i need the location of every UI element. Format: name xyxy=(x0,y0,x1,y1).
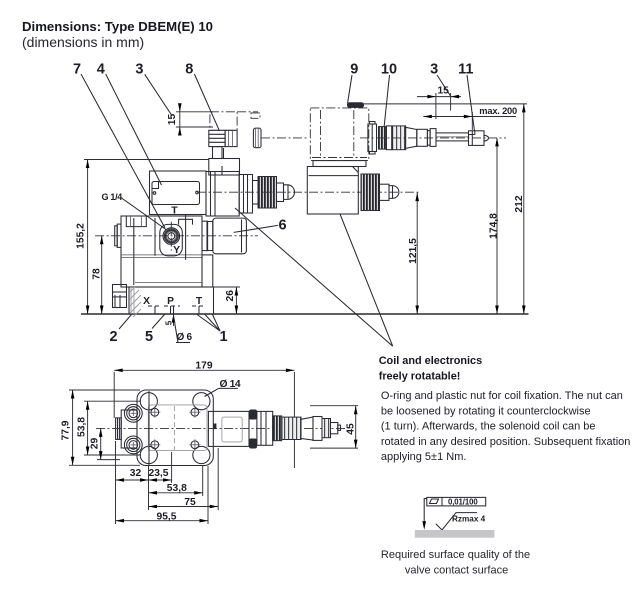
svg-text:3: 3 xyxy=(135,62,143,78)
svg-text:T: T xyxy=(196,296,203,307)
svg-text:be loosened by rotating it cou: be loosened by rotating it counterclockw… xyxy=(381,405,591,417)
svg-text:1: 1 xyxy=(219,329,227,345)
svg-text:O-ring and plastic nut for coi: O-ring and plastic nut for coil fixation… xyxy=(381,390,623,402)
svg-text:15: 15 xyxy=(167,114,178,126)
svg-text:P: P xyxy=(167,296,174,307)
svg-text:4: 4 xyxy=(97,62,105,78)
svg-text:11: 11 xyxy=(458,62,473,78)
svg-text:77,9: 77,9 xyxy=(61,420,72,440)
svg-text:G 1/4: G 1/4 xyxy=(102,192,123,202)
svg-text:rotated in any desired positio: rotated in any desired position. Subsequ… xyxy=(381,436,631,448)
svg-text:(1 turn). Afterwards, the sole: (1 turn). Afterwards, the solenoid coil … xyxy=(381,421,596,433)
svg-text:78: 78 xyxy=(91,268,102,280)
svg-text:32: 32 xyxy=(130,468,142,479)
svg-text:6: 6 xyxy=(279,218,287,234)
svg-text:5: 5 xyxy=(165,320,174,325)
svg-text:Dimensions: Type DBEM(E) 10: Dimensions: Type DBEM(E) 10 xyxy=(22,19,213,34)
svg-text:53,8: 53,8 xyxy=(77,417,88,437)
svg-text:0,01/100: 0,01/100 xyxy=(448,497,478,506)
svg-text:26: 26 xyxy=(225,290,236,302)
svg-text:174,8: 174,8 xyxy=(489,213,500,239)
svg-text:95,5: 95,5 xyxy=(156,512,176,523)
svg-text:(dimensions in mm): (dimensions in mm) xyxy=(22,34,144,50)
svg-text:53,8: 53,8 xyxy=(167,483,187,494)
svg-text:29: 29 xyxy=(90,438,101,450)
svg-text:15: 15 xyxy=(437,85,449,96)
svg-text:75: 75 xyxy=(184,497,196,508)
svg-text:freely rotatable!: freely rotatable! xyxy=(379,370,461,382)
svg-text:applying 5±1 Nm.: applying 5±1 Nm. xyxy=(381,451,467,463)
svg-text:Ø 6: Ø 6 xyxy=(177,332,193,343)
svg-text:7: 7 xyxy=(73,62,81,78)
svg-text:max. 200: max. 200 xyxy=(479,106,517,116)
svg-text:T: T xyxy=(171,205,178,217)
svg-text:3: 3 xyxy=(430,62,438,78)
svg-text:9: 9 xyxy=(350,62,358,78)
svg-text:X: X xyxy=(143,296,150,307)
svg-text:Y: Y xyxy=(173,244,180,256)
svg-text:121,5: 121,5 xyxy=(408,238,419,264)
svg-text:179: 179 xyxy=(195,360,212,371)
svg-text:2: 2 xyxy=(109,329,117,345)
svg-text:valve contact surface: valve contact surface xyxy=(405,565,508,577)
svg-text:Rzmax 4: Rzmax 4 xyxy=(452,515,486,524)
svg-text:Required surface quality of th: Required surface quality of the xyxy=(381,549,530,561)
svg-text:23,5: 23,5 xyxy=(148,468,168,479)
svg-text:Coil and electronics: Coil and electronics xyxy=(379,355,483,367)
svg-text:155,2: 155,2 xyxy=(76,223,87,249)
svg-text:212: 212 xyxy=(514,195,525,212)
svg-text:8: 8 xyxy=(185,62,193,78)
svg-text:10: 10 xyxy=(381,62,397,78)
svg-text:Ø 14: Ø 14 xyxy=(220,379,241,390)
svg-text:45: 45 xyxy=(346,423,357,435)
svg-text:5: 5 xyxy=(145,329,153,345)
